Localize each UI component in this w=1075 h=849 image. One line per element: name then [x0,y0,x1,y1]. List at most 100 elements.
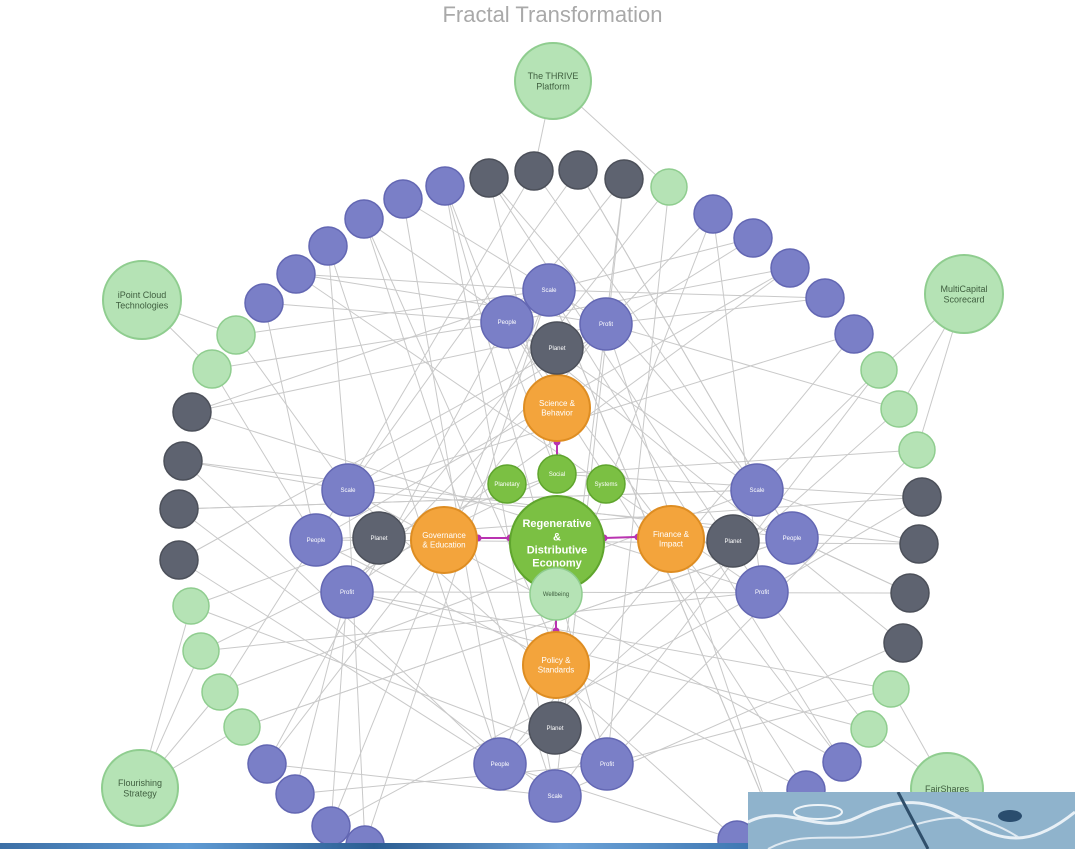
right-cluster-a-label: Scale [749,488,765,494]
satellite-node-19[interactable] [383,179,423,219]
satellite-node-25[interactable] [650,168,688,206]
satellite-node-22[interactable] [514,151,554,191]
right-cluster-d-label: Profit [755,590,769,596]
pillar-finance-label: Finance &Impact [653,530,690,549]
satellite-node-4[interactable] [163,441,203,481]
top-cluster-b[interactable]: People [480,295,534,349]
satellite-node-35[interactable] [899,524,939,564]
satellite-node-10[interactable] [223,708,261,746]
bottom-cluster-a[interactable]: Planet [528,701,582,755]
decorative-strip [0,843,748,849]
satellite-node-31[interactable] [860,351,898,389]
satellite-node-38[interactable] [872,670,910,708]
satellite-node-7[interactable] [172,587,210,625]
satellite-node-20[interactable] [425,166,465,206]
hub-fairshares-label: FairShares [925,784,970,794]
satellite-node-27[interactable] [733,218,773,258]
right-cluster-a[interactable]: Scale [730,463,784,517]
satellite-node-30[interactable] [834,314,874,354]
inner-ring-left[interactable]: Planetary [487,464,527,504]
satellite-node-15[interactable] [244,283,284,323]
satellite-node-12[interactable] [275,774,315,814]
satellite-node-6[interactable] [159,540,199,580]
satellite-node-29[interactable] [805,278,845,318]
satellite-node-32[interactable] [880,390,918,428]
pillar-governance-label: Governance& Education [422,531,466,550]
satellite-node-26[interactable] [693,194,733,234]
satellite-node-8[interactable] [182,632,220,670]
top-cluster-b-label: People [498,320,517,326]
inner-ring-left-label: Planetary [494,482,519,488]
satellite-node-28[interactable] [770,248,810,288]
satellite-node-9[interactable] [201,673,239,711]
bottom-cluster-d[interactable]: Scale [528,769,582,823]
diagram-title: Fractal Transformation [442,2,663,27]
satellite-node-33[interactable] [898,431,936,469]
left-cluster-a-label: Scale [340,488,356,494]
top-cluster-d[interactable]: Planet [530,321,584,375]
right-cluster-c-label: People [783,536,802,542]
inner-ring-top-label: Social [549,472,565,478]
right-cluster-c[interactable]: People [765,511,819,565]
bottom-cluster-c[interactable]: Profit [580,737,634,791]
satellite-node-17[interactable] [308,226,348,266]
pillar-science-label: Science &Behavior [539,399,576,418]
satellite-node-34[interactable] [902,477,942,517]
right-cluster-d[interactable]: Profit [735,565,789,619]
satellite-node-16[interactable] [276,254,316,294]
wellbeing-node-label: Wellbeing [543,592,569,598]
left-cluster-d[interactable]: Profit [320,565,374,619]
satellite-node-37[interactable] [883,623,923,663]
inner-ring-top[interactable]: Social [537,454,577,494]
pillar-policy[interactable]: Policy &Standards [522,631,590,699]
pillar-science[interactable]: Science &Behavior [523,374,591,442]
top-cluster-a-label: Scale [541,288,557,294]
satellite-node-39[interactable] [850,710,888,748]
satellite-node-18[interactable] [344,199,384,239]
inner-ring-right[interactable]: Systems [586,464,626,504]
map-thumbnail [748,792,1075,849]
satellite-node-5[interactable] [159,489,199,529]
bottom-cluster-b[interactable]: People [473,737,527,791]
left-cluster-d-label: Profit [340,590,354,596]
top-cluster-a[interactable]: Scale [522,263,576,317]
satellite-node-14[interactable] [345,825,385,849]
left-cluster-b[interactable]: People [289,513,343,567]
link-center-finance [600,533,642,542]
right-cluster-b[interactable]: Planet [706,514,760,568]
pillar-governance[interactable]: Governance& Education [410,506,478,574]
top-cluster-c[interactable]: Profit [579,297,633,351]
bottom-cluster-c-label: Profit [600,762,614,768]
satellite-node-2[interactable] [192,349,232,389]
link-governance-center [474,534,514,542]
wellbeing-node[interactable]: Wellbeing [529,567,583,621]
satellite-node-24[interactable] [604,159,644,199]
satellite-node-11[interactable] [247,744,287,784]
left-cluster-a[interactable]: Scale [321,463,375,517]
satellite-node-40[interactable] [822,742,862,782]
inner-ring-right-label: Systems [594,482,617,488]
left-cluster-c-label: Planet [370,536,387,542]
bottom-cluster-a-label: Planet [546,726,563,732]
bottom-cluster-b-label: People [491,762,510,768]
satellite-node-13[interactable] [311,806,351,845]
right-cluster-b-label: Planet [724,539,741,545]
pillar-finance[interactable]: Finance &Impact [637,505,705,573]
satellite-node-1[interactable] [216,315,256,355]
satellite-node-21[interactable] [469,158,509,198]
satellite-node-3[interactable] [172,392,212,432]
satellite-node-23[interactable] [558,150,598,190]
pillar-policy-label: Policy &Standards [538,656,574,675]
left-cluster-c[interactable]: Planet [352,511,406,565]
satellite-node-36[interactable] [890,573,930,613]
